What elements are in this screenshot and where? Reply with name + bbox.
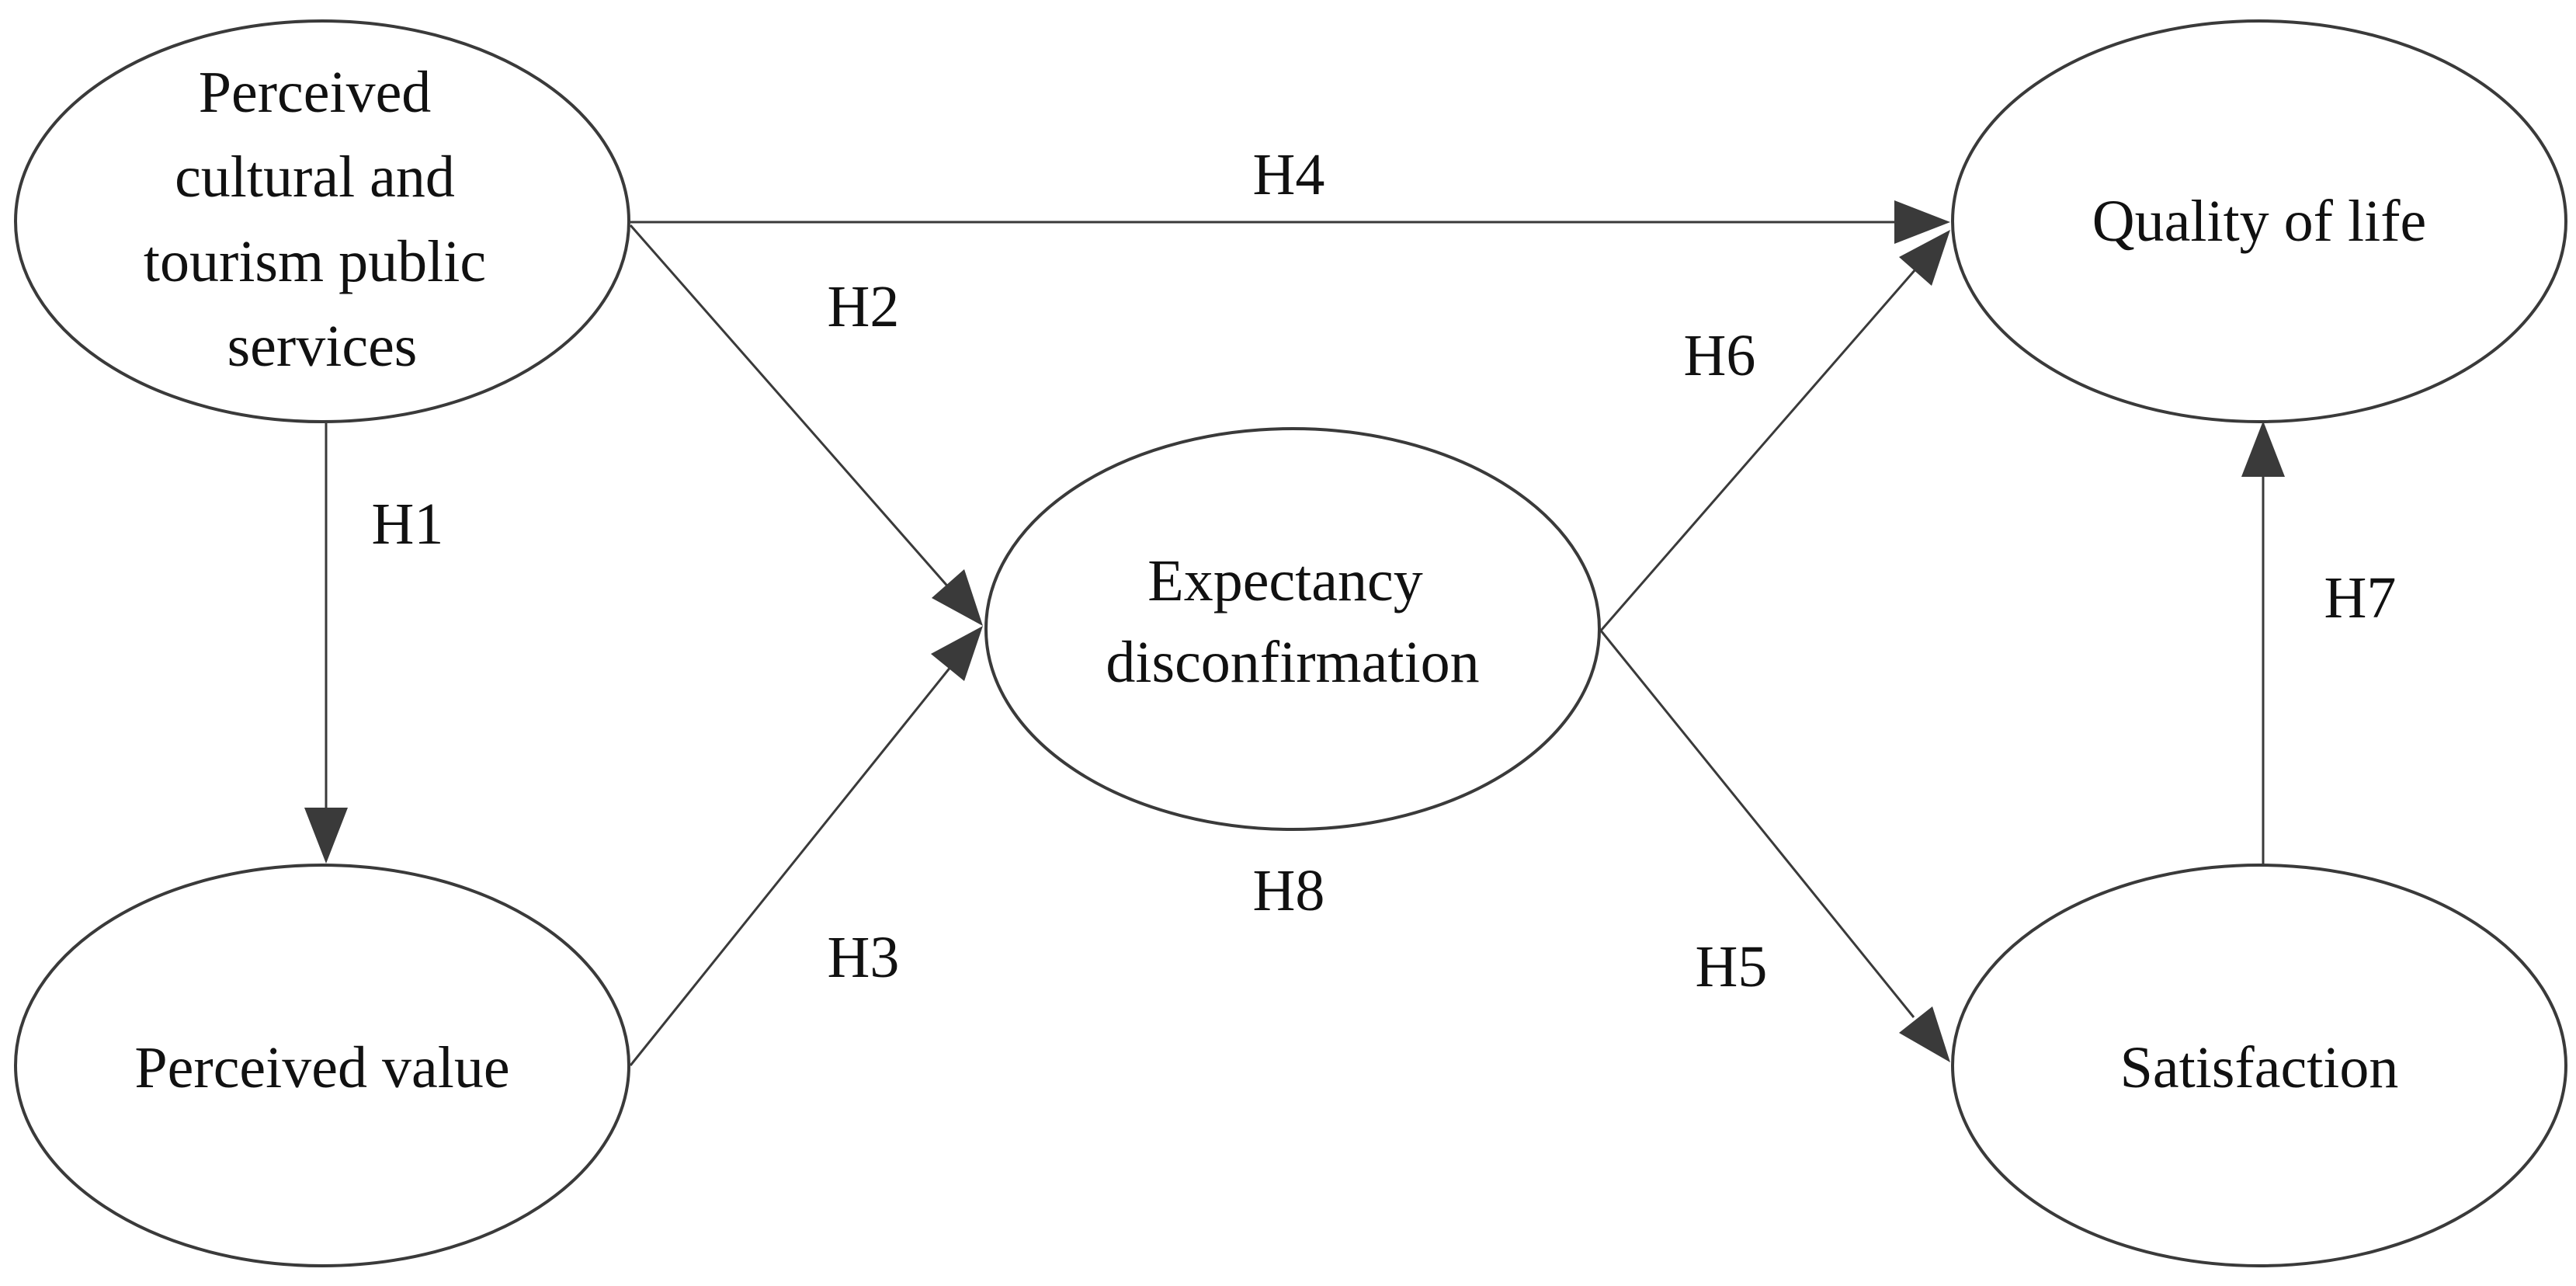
edge-h6-arrowhead	[1899, 230, 1950, 286]
edge-h7-arrowhead	[2241, 421, 2285, 477]
edge-label-h4: H4	[1253, 142, 1325, 207]
node-label-line: disconfirmation	[1106, 630, 1479, 695]
node-label-line: Perceived value	[134, 1035, 509, 1100]
edge-h1-arrowhead	[304, 808, 348, 864]
node-perceived-value: Perceived value	[14, 864, 630, 1267]
node-quality-of-life: Quality of life	[1951, 19, 2567, 423]
node-satisfaction: Satisfaction	[1951, 864, 2567, 1267]
nodes: Perceived cultural and tourism public se…	[14, 19, 2567, 1267]
node-label-line: Satisfaction	[2120, 1035, 2399, 1100]
edge-label-h5: H5	[1696, 934, 1768, 999]
node-label: Perceived cultural and tourism public se…	[144, 60, 501, 379]
node-label-line: Perceived	[199, 60, 432, 125]
edge-label-h3: H3	[828, 925, 900, 990]
edges	[304, 200, 2285, 1066]
node-label: Expectancy disconfirmation	[1106, 548, 1479, 695]
node-label-line: tourism public	[144, 229, 486, 294]
node-label: Satisfaction	[2120, 1035, 2399, 1100]
node-label-line: Expectancy	[1147, 548, 1422, 613]
node-ellipse	[14, 864, 630, 1267]
node-label: Perceived value	[134, 1035, 509, 1100]
node-label-line: services	[227, 314, 418, 379]
node-perceived-cultural-tourism-public-services: Perceived cultural and tourism public se…	[14, 19, 630, 423]
node-ellipse	[984, 427, 1601, 831]
edge-h6-line	[1599, 268, 1918, 631]
node-label-line: Quality of life	[2092, 189, 2427, 254]
edge-label-h6: H6	[1684, 323, 1756, 388]
edge-h4-arrowhead	[1894, 200, 1950, 244]
edge-h3-line	[629, 666, 953, 1066]
node-ellipse	[1951, 19, 2567, 423]
node-label-line: cultural and	[175, 144, 455, 210]
edge-label-h2: H2	[828, 274, 900, 339]
edge-label-h1: H1	[372, 492, 444, 557]
node-label: Quality of life	[2092, 189, 2427, 254]
edge-labels: H1 H2 H3 H4 H5 H6 H7 H8	[372, 142, 2397, 999]
edge-h2-line	[629, 224, 953, 591]
edge-h5-arrowhead	[1899, 1006, 1950, 1062]
edge-h3-arrowhead	[931, 626, 983, 681]
edge-h5-line	[1599, 630, 1915, 1018]
edge-label-h8: H8	[1253, 858, 1325, 923]
node-ellipse	[14, 19, 630, 423]
edge-h2-arrowhead	[932, 569, 983, 626]
node-ellipse	[1951, 864, 2567, 1267]
node-expectancy-disconfirmation: Expectancy disconfirmation	[984, 427, 1601, 831]
edge-label-h7: H7	[2324, 565, 2397, 631]
